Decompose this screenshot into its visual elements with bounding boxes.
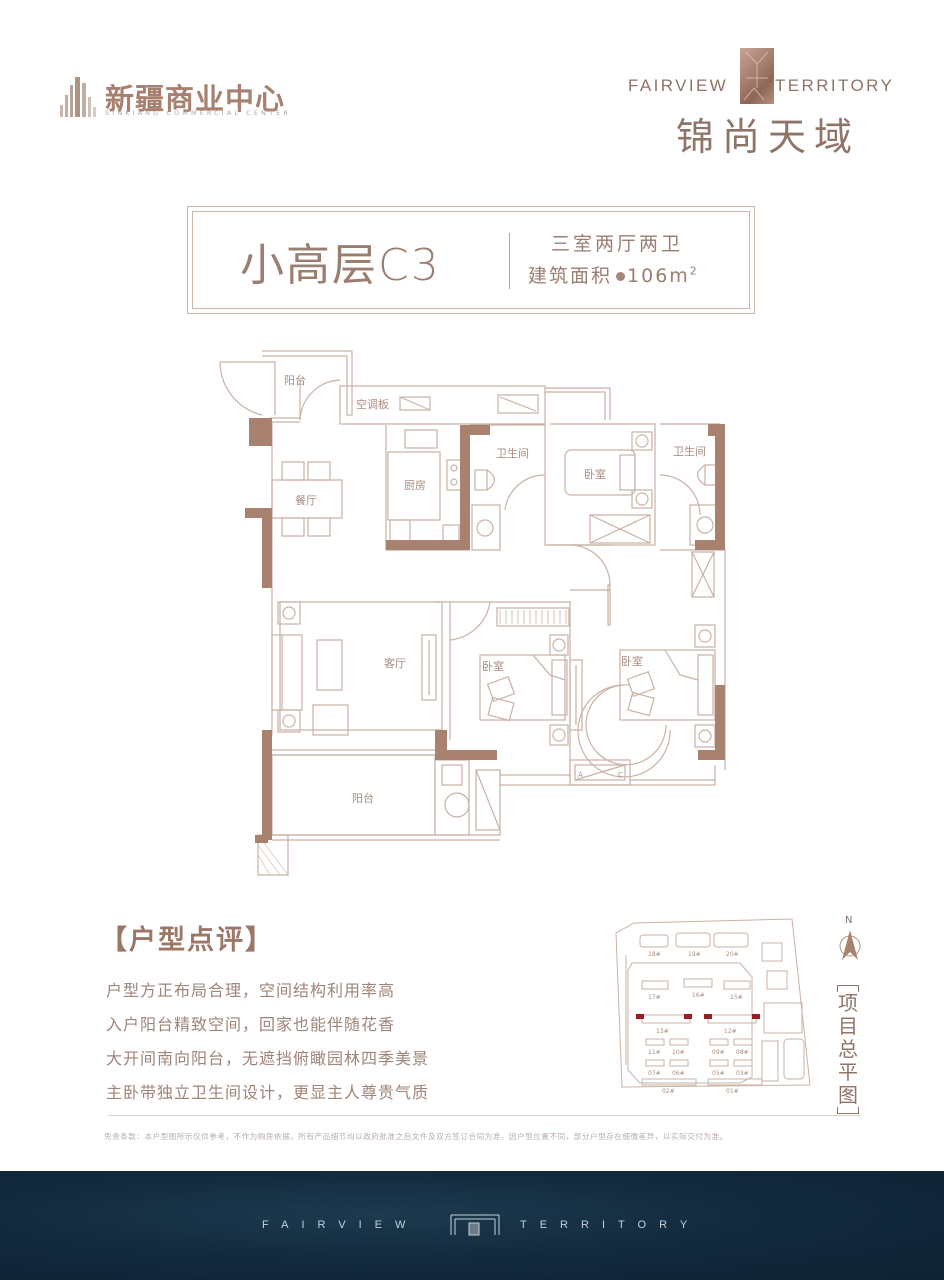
emblem-icon xyxy=(740,48,774,104)
title-divider xyxy=(509,233,510,289)
building-label: 02# xyxy=(662,1088,675,1095)
developer-name-en: SINKIANG COMMERCIAL CENTER xyxy=(105,109,291,117)
footer-brand-right: TERRITORY xyxy=(520,1219,701,1231)
building-label: 09# xyxy=(712,1049,725,1056)
developer-name-cn: 新疆商业中心 xyxy=(105,82,286,116)
brand-en-left: FAIRVIEW xyxy=(628,76,729,95)
building-label: 12# xyxy=(724,1028,737,1035)
site-title-char: 项 xyxy=(838,991,858,1015)
footer-banner: FAIRVIEW TERRITORY xyxy=(0,1171,944,1280)
building-label: 08# xyxy=(736,1049,749,1056)
building-label: 03# xyxy=(736,1070,749,1077)
footer-brand-left: FAIRVIEW xyxy=(262,1219,419,1231)
unit-type-title: 小高层C3 xyxy=(240,240,441,291)
site-plan-map: 18# 19# 20# 17# 16# 15# 13# 12# 11# 10# … xyxy=(612,915,812,1095)
room-label-ac-platform: 空调板 xyxy=(356,397,389,411)
room-label-dining: 餐厅 xyxy=(295,493,317,507)
area-value: 106m xyxy=(627,265,690,287)
north-arrow: N xyxy=(836,915,864,967)
building-label: 15# xyxy=(730,994,743,1001)
building-label: 16# xyxy=(692,992,705,999)
building-label: 05# xyxy=(712,1070,725,1077)
building-bars-icon xyxy=(60,77,96,117)
divider-line xyxy=(108,1115,860,1116)
gate-logo-icon xyxy=(450,1214,500,1236)
building-label: 06# xyxy=(672,1070,685,1077)
building-label: 17# xyxy=(648,994,661,1001)
unit-area: 建筑面积 106m2 xyxy=(528,261,699,288)
building-label: 01# xyxy=(726,1088,739,1095)
review-point: 入户阳台精致空间，回家也能伴随花香 xyxy=(106,1015,396,1034)
review-point: 户型方正布局合理，空间结构利用率高 xyxy=(106,981,396,1000)
ac-mark-c: C xyxy=(618,771,623,779)
building-label: 13# xyxy=(656,1028,669,1035)
review-point: 主卧带独立卫生间设计，更显主人尊贵气质 xyxy=(106,1083,430,1102)
review-heading: 【户型点评】 xyxy=(100,925,274,956)
brand-name-cn: 锦尚天域 xyxy=(676,115,861,159)
room-label-south-balcony: 阳台 xyxy=(352,791,374,805)
room-label-bedroom-master: 卧室 xyxy=(621,654,643,668)
ac-mark-a: A xyxy=(578,771,583,779)
site-title-char: 目 xyxy=(838,1014,858,1038)
building-label: 07# xyxy=(648,1070,661,1077)
building-label: 20# xyxy=(726,951,739,958)
room-label-entry-balcony: 阳台 xyxy=(284,373,306,387)
building-label: 18# xyxy=(648,951,661,958)
unit-layout: 三室两厅两卫 xyxy=(551,233,684,255)
floor-plan-drawing: 阳台 空调板 餐厅 厨房 卫生间 卧室 卫生间 客厅 卧室 卧室 阳台 A C xyxy=(219,350,726,876)
site-title-char: 平 xyxy=(838,1060,858,1084)
site-title-char: 图 xyxy=(838,1083,858,1107)
unit-review: 【户型点评】 户型方正布局合理，空间结构利用率高 入户阳台精致空间，回家也能伴随… xyxy=(100,918,460,1113)
dot-icon xyxy=(616,272,626,281)
room-label-bedroom-middle: 卧室 xyxy=(482,659,504,673)
room-label-living: 客厅 xyxy=(384,656,406,670)
room-label-kitchen: 厨房 xyxy=(404,479,426,492)
area-label: 建筑面积 xyxy=(528,265,613,287)
project-brand: FAIRVIEW TERRITORY 锦尚天域 xyxy=(620,44,892,159)
room-label-bathroom-2: 卫生间 xyxy=(673,444,706,458)
disclaimer-text: 免责条款：本户型图所示仅供参考，不作为购房依据，所有产品细节均以政府批准之后文件… xyxy=(104,1132,728,1141)
unit-title-frame: 小高层C3 三室两厅两卫 建筑面积 106m2 xyxy=(187,206,755,314)
floor-plan: 阳台 空调板 餐厅 厨房 卫生间 卧室 卫生间 客厅 卧室 卧室 阳台 A C xyxy=(200,340,740,900)
building-label: 11# xyxy=(648,1049,661,1056)
room-label-bedroom-north: 卧室 xyxy=(584,467,606,481)
building-label: 19# xyxy=(688,951,701,958)
north-label: N xyxy=(845,915,853,926)
developer-logo: 新疆商业中心 SINKIANG COMMERCIAL CENTER xyxy=(58,72,298,122)
compass-arrow-icon xyxy=(839,930,861,960)
site-plan-title: 项 目 总 平 图 xyxy=(836,985,860,1114)
brand-en-right: TERRITORY xyxy=(775,76,895,95)
room-label-bathroom-1: 卫生间 xyxy=(496,446,529,460)
building-label: 10# xyxy=(672,1049,685,1056)
area-unit-sup: 2 xyxy=(689,264,699,278)
review-point: 大开间南向阳台，无遮挡俯瞰园林四季美景 xyxy=(106,1049,430,1068)
site-title-char: 总 xyxy=(838,1037,858,1061)
